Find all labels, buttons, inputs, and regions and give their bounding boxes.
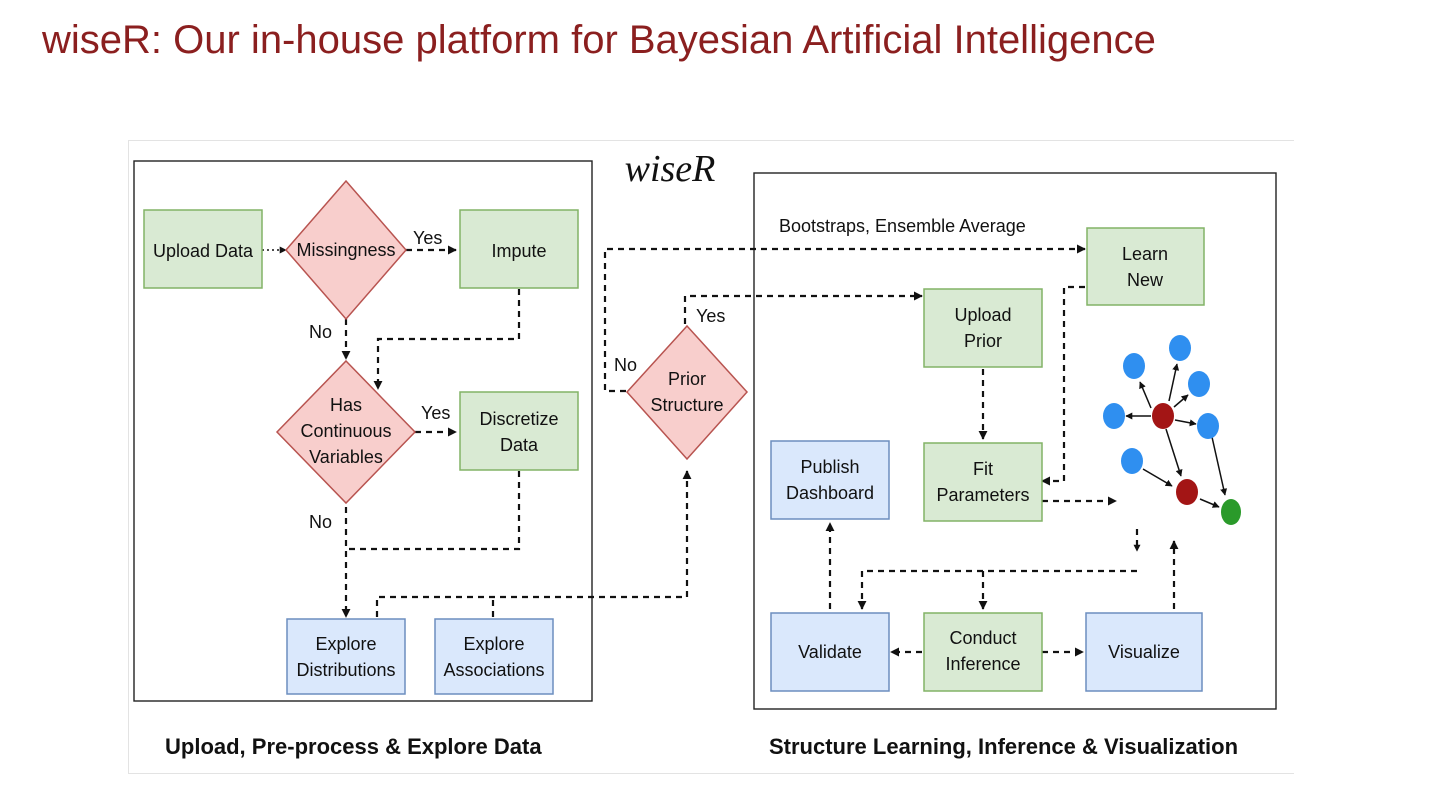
svg-text:Visualize: Visualize — [1108, 642, 1180, 662]
svg-text:Structure: Structure — [650, 395, 723, 415]
slide-title: wiseR: Our in-house platform for Bayesia… — [42, 18, 1156, 62]
network-node-blue — [1188, 371, 1210, 397]
wiser-logo: wiseR — [625, 148, 716, 190]
svg-text:Upload: Upload — [954, 305, 1011, 325]
edge-explore-prior — [375, 470, 692, 617]
svg-text:Discretize: Discretize — [479, 409, 558, 429]
svg-text:Dashboard: Dashboard — [786, 483, 874, 503]
svg-text:Validate: Validate — [798, 642, 862, 662]
node-upload-prior[interactable]: Upload Prior — [923, 288, 1043, 368]
network-node-red — [1176, 479, 1198, 505]
svg-text:Fit: Fit — [973, 459, 993, 479]
network-edge — [1199, 498, 1220, 508]
left-panel-frame — [133, 160, 593, 702]
network-edge — [1168, 363, 1180, 402]
right-panel-frame — [753, 172, 1277, 710]
edge-discretize-merge — [346, 471, 521, 551]
network-edge — [1142, 468, 1173, 487]
node-impute[interactable]: Impute — [459, 209, 579, 289]
svg-text:Missingness: Missingness — [296, 240, 395, 260]
network-node-blue — [1169, 335, 1191, 361]
node-missingness[interactable]: Missingness — [285, 179, 407, 321]
network-edge — [1174, 419, 1197, 427]
svg-text:Learn: Learn — [1122, 244, 1168, 264]
node-conduct-inference[interactable]: Conduct Inference — [923, 612, 1043, 692]
svg-text:Inference: Inference — [945, 654, 1020, 674]
edge-network-validate — [857, 569, 1137, 610]
edge-learn-fit — [1041, 285, 1085, 486]
network-node-green — [1221, 499, 1241, 525]
label-missing-yes: Yes — [413, 228, 442, 248]
svg-text:Impute: Impute — [491, 241, 546, 261]
right-panel-label: Structure Learning, Inference & Visualiz… — [769, 734, 1238, 759]
network-node-red — [1152, 403, 1174, 429]
workflow-diagram: wiseR Upload Data Missingness — [133, 141, 1277, 759]
node-explore-associations[interactable]: Explore Associations — [434, 618, 554, 695]
node-prior-structure[interactable]: Prior Structure — [625, 324, 749, 461]
network-edge — [1139, 381, 1152, 409]
label-prior-no: No — [614, 355, 637, 375]
edge-impute-continuous — [373, 289, 521, 390]
svg-text:Distributions: Distributions — [296, 660, 395, 680]
svg-text:Publish: Publish — [800, 457, 859, 477]
svg-text:New: New — [1127, 270, 1164, 290]
svg-text:Explore: Explore — [463, 634, 524, 654]
svg-text:Upload Data: Upload Data — [153, 241, 254, 261]
network-node-blue — [1103, 403, 1125, 429]
node-discretize-data[interactable]: Discretize Data — [459, 391, 579, 471]
svg-text:Prior: Prior — [668, 369, 706, 389]
svg-text:Variables: Variables — [309, 447, 383, 467]
svg-text:Parameters: Parameters — [936, 485, 1029, 505]
node-learn-new[interactable]: Learn New — [1086, 227, 1205, 306]
edge-prior-upload — [683, 291, 923, 324]
node-fit-parameters[interactable]: Fit Parameters — [923, 442, 1043, 522]
svg-text:Conduct: Conduct — [949, 628, 1016, 648]
left-panel-label: Upload, Pre-process & Explore Data — [165, 734, 542, 759]
network-node-blue — [1197, 413, 1219, 439]
label-continuous-no: No — [309, 512, 332, 532]
logo-bg — [601, 141, 739, 191]
network-node-blue — [1123, 353, 1145, 379]
edge-prior-learn — [603, 244, 1086, 393]
network-edge — [1211, 436, 1228, 496]
label-prior-yes: Yes — [696, 306, 725, 326]
network-edge — [1165, 428, 1183, 477]
node-upload-data[interactable]: Upload Data — [143, 209, 263, 289]
svg-text:Associations: Associations — [443, 660, 544, 680]
node-explore-distributions[interactable]: Explore Distributions — [286, 618, 406, 695]
network-node-blue — [1121, 448, 1143, 474]
svg-text:Prior: Prior — [964, 331, 1002, 351]
svg-text:Data: Data — [500, 435, 539, 455]
bayesian-network-graphic — [1103, 335, 1241, 525]
svg-text:Continuous: Continuous — [300, 421, 391, 441]
node-publish-dashboard[interactable]: Publish Dashboard — [770, 440, 890, 520]
node-validate[interactable]: Validate — [770, 612, 890, 692]
network-edge — [1173, 394, 1189, 408]
svg-text:Has: Has — [330, 395, 362, 415]
label-continuous-yes: Yes — [421, 403, 450, 423]
node-has-continuous-variables[interactable]: Has Continuous Variables — [275, 359, 417, 505]
node-visualize[interactable]: Visualize — [1085, 612, 1203, 692]
label-bootstraps: Bootstraps, Ensemble Average — [779, 216, 1026, 236]
label-missing-no: No — [309, 322, 332, 342]
svg-text:Explore: Explore — [315, 634, 376, 654]
workflow-figure: wiseR Upload Data Missingness — [128, 140, 1294, 774]
